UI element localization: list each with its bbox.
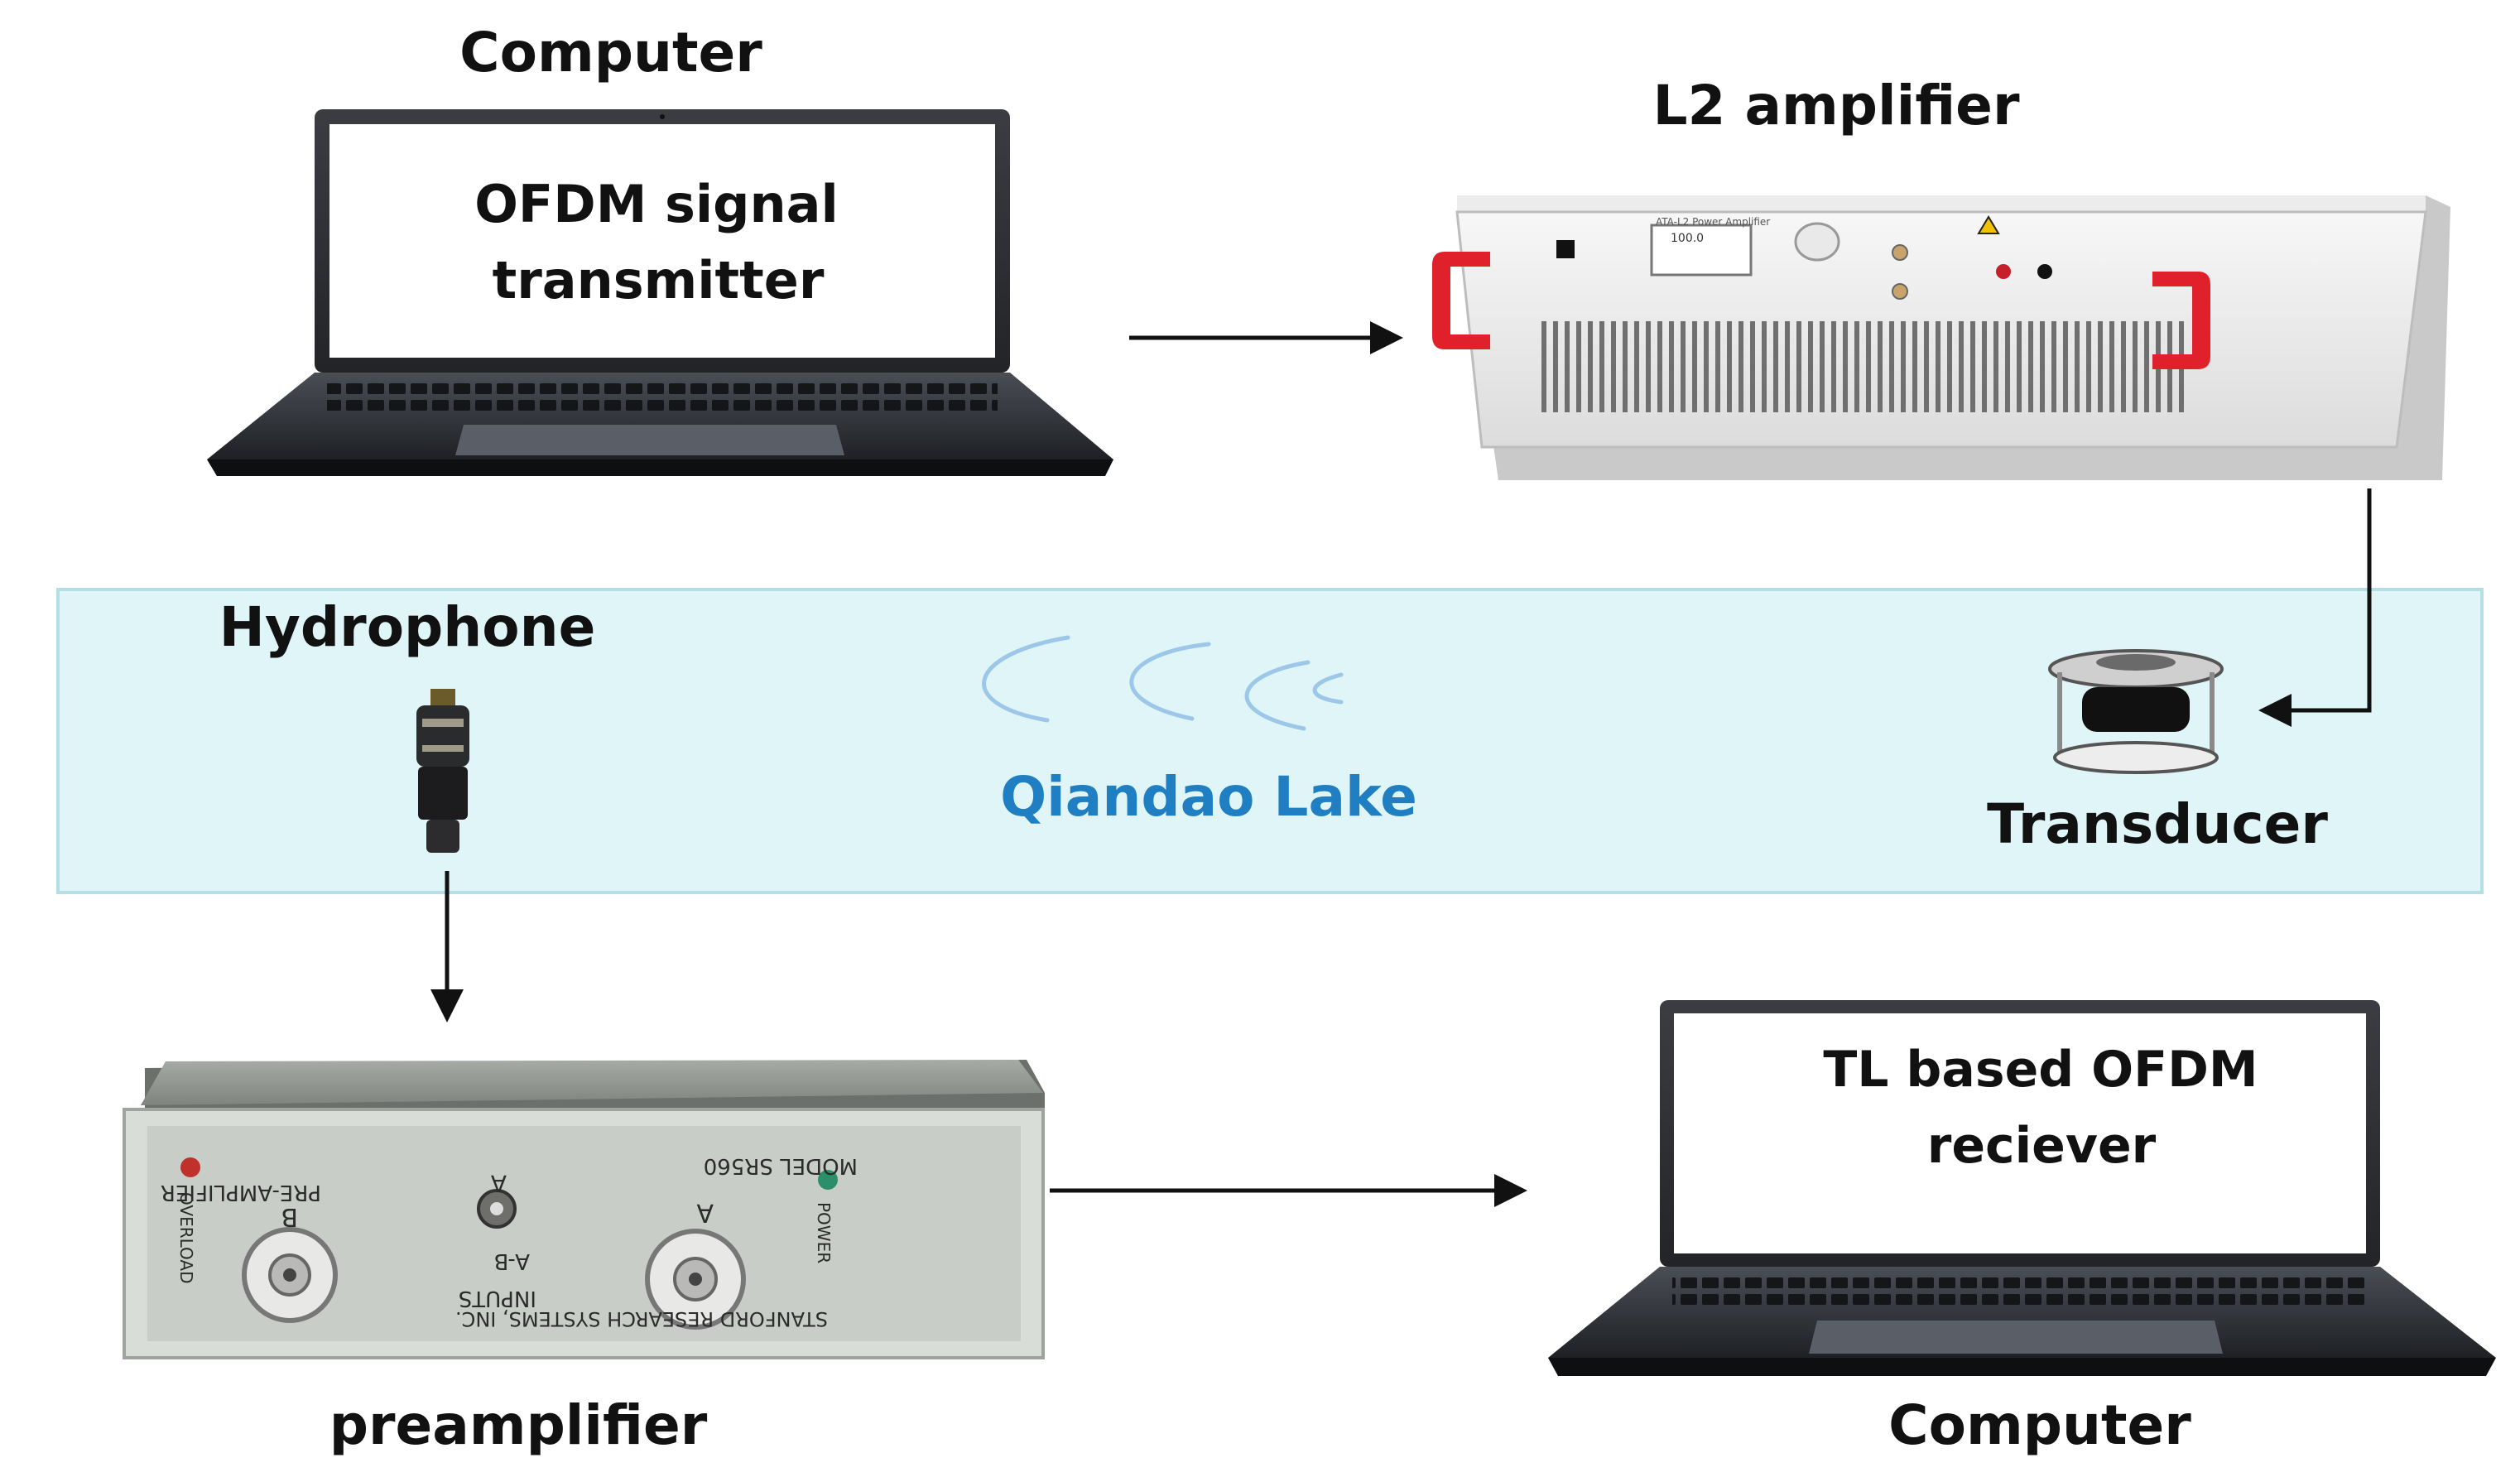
- label-computer-top: Computer: [459, 21, 762, 84]
- transducer-device: [2048, 649, 2224, 774]
- output-black-terminal-icon: [2037, 264, 2052, 279]
- signal-arrows: [430, 321, 2372, 1207]
- right-handle: [2152, 272, 2210, 369]
- computer-receiver: [1548, 1000, 2496, 1376]
- bnc-input-a-icon: [645, 1229, 746, 1330]
- screen-text-line2: transmitter: [493, 250, 825, 310]
- sound-wave-icon: [982, 635, 1344, 731]
- hydrophone-device: [416, 689, 469, 853]
- computer-transmitter: [207, 109, 1113, 476]
- panel-label-inputs: INPUTS: [459, 1286, 536, 1311]
- warning-icon: [1977, 215, 2000, 234]
- label-preamplifier: preamplifier: [329, 1393, 708, 1457]
- label-transducer: Transducer: [1987, 792, 2328, 856]
- panel-label-a-b: A-B: [493, 1248, 530, 1273]
- panel-label-pre-amplifier: PRE-AMPLIFIER: [161, 1180, 321, 1205]
- bnc-connector-icon: [1892, 283, 1908, 300]
- overload-led-icon: [180, 1157, 200, 1177]
- left-handle: [1432, 252, 1490, 349]
- label-lake: Qiandao Lake: [1000, 765, 1417, 829]
- power-led-icon: [818, 1170, 838, 1190]
- bnc-input-b-icon: [242, 1227, 338, 1323]
- panel-label-power: POWER: [814, 1202, 834, 1263]
- mode-toggle-icon: [477, 1189, 517, 1229]
- panel-label-model: MODEL SR560: [704, 1153, 858, 1178]
- label-computer-bottom: Computer: [1888, 1393, 2191, 1457]
- arrow-amplifier-to-transducer: [2258, 488, 2372, 727]
- bnc-connector-icon: [1892, 244, 1908, 261]
- screen-bottom-line1: TL based OFDM: [1823, 1041, 2258, 1099]
- gain-knob-icon: [1794, 222, 1840, 262]
- panel-label-overload: OVERLOAD: [176, 1192, 196, 1284]
- panel-label-b: B: [281, 1202, 298, 1231]
- amp-display: [1650, 224, 1753, 277]
- power-switch-icon: [1556, 240, 1575, 258]
- panel-label-a-mid: A: [491, 1170, 507, 1197]
- label-l2-amplifier: L2 amplifier: [1653, 74, 2020, 137]
- screen-text-line1: OFDM signal: [474, 174, 839, 234]
- amp-display-value: 100.0: [1671, 232, 1704, 245]
- panel-label-maker: STANFORD RESEARCH SYSTEMS, INC.: [455, 1307, 828, 1330]
- amp-model-label: ATA-L2 Power Amplifier: [1656, 216, 1770, 228]
- label-hydrophone: Hydrophone: [219, 595, 596, 659]
- screen-bottom-line2: reciever: [1927, 1117, 2157, 1175]
- output-red-terminal-icon: [1996, 264, 2011, 279]
- panel-label-a: A: [696, 1198, 714, 1227]
- preamplifier-device: PRE-AMPLIFIER MODEL SR560 STANFORD RESEA…: [123, 1060, 1045, 1359]
- l2-amplifier-device: 100.0 ATA-L2 Power Amplifier: [1432, 195, 2450, 480]
